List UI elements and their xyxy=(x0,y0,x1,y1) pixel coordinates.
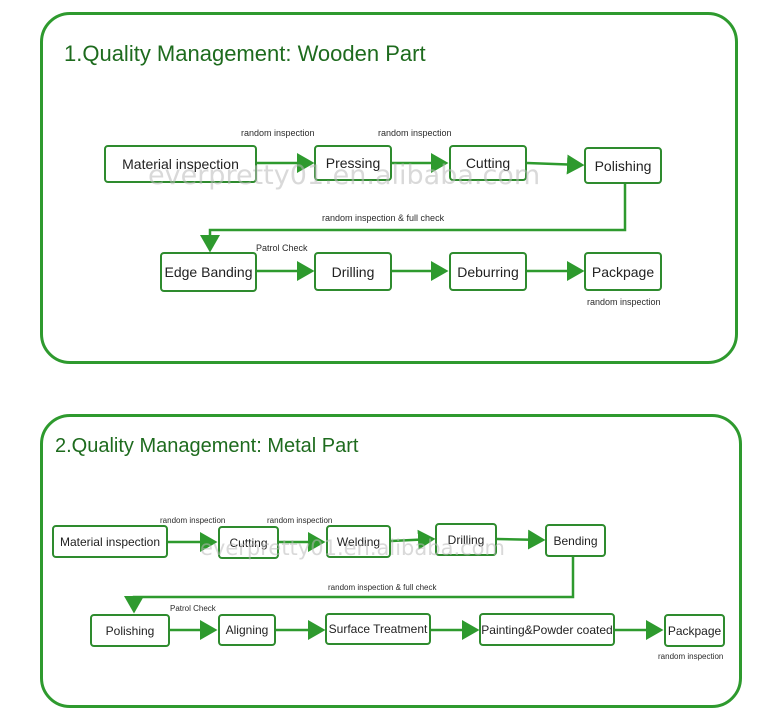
step-drilling: Drilling xyxy=(435,523,497,556)
note-random-inspection: random inspection xyxy=(267,516,333,525)
wooden-part-title: 1.Quality Management: Wooden Part xyxy=(64,41,426,66)
step-polishing: Polishing xyxy=(90,614,170,647)
step-packpage: Packpage xyxy=(664,614,725,647)
arrow-welding-to-drilling xyxy=(390,529,436,550)
step-edge-banding: Edge Banding xyxy=(160,252,257,292)
note-random-inspection: random inspection xyxy=(658,652,724,661)
step-drilling: Drilling xyxy=(314,252,392,291)
arrow-bending-to-polishing xyxy=(124,557,575,614)
step-aligning: Aligning xyxy=(218,614,276,646)
metal-part-panel xyxy=(40,414,742,708)
wooden-part-panel xyxy=(40,12,738,364)
step-cutting: Cutting xyxy=(218,526,279,559)
step-material-inspection: Material inspection xyxy=(52,525,168,558)
step-polishing: Polishing xyxy=(584,147,662,184)
note-random-inspection: random inspection xyxy=(160,516,226,525)
step-welding: Welding xyxy=(326,525,391,558)
step-pressing: Pressing xyxy=(314,145,392,181)
step-cutting: Cutting xyxy=(449,145,527,181)
note-random-inspection-full-check: random inspection & full check xyxy=(328,583,437,592)
step-material-inspection: Material inspection xyxy=(104,145,257,183)
step-surface-treatment: Surface Treatment xyxy=(325,613,431,645)
step-painting-powder-coated: Painting&Powder coated xyxy=(479,613,615,646)
note-patrol-check: Patrol Check xyxy=(170,604,216,613)
step-deburring: Deburring xyxy=(449,252,527,291)
note-random-inspection-full-check: random inspection & full check xyxy=(322,213,445,223)
note-random-inspection: random inspection xyxy=(378,128,452,138)
step-packpage: Packpage xyxy=(584,252,662,291)
note-random-inspection: random inspection xyxy=(587,297,661,307)
note-random-inspection: random inspection xyxy=(241,128,315,138)
step-bending: Bending xyxy=(545,524,606,557)
metal-part-title: 2.Quality Management: Metal Part xyxy=(55,435,359,457)
note-patrol-check: Patrol Check xyxy=(256,243,308,253)
arrow-drilling-to-bending xyxy=(496,529,546,550)
arrow-polishing-to-edge-banding xyxy=(200,184,627,253)
arrow-cutting-to-polishing xyxy=(526,154,585,175)
